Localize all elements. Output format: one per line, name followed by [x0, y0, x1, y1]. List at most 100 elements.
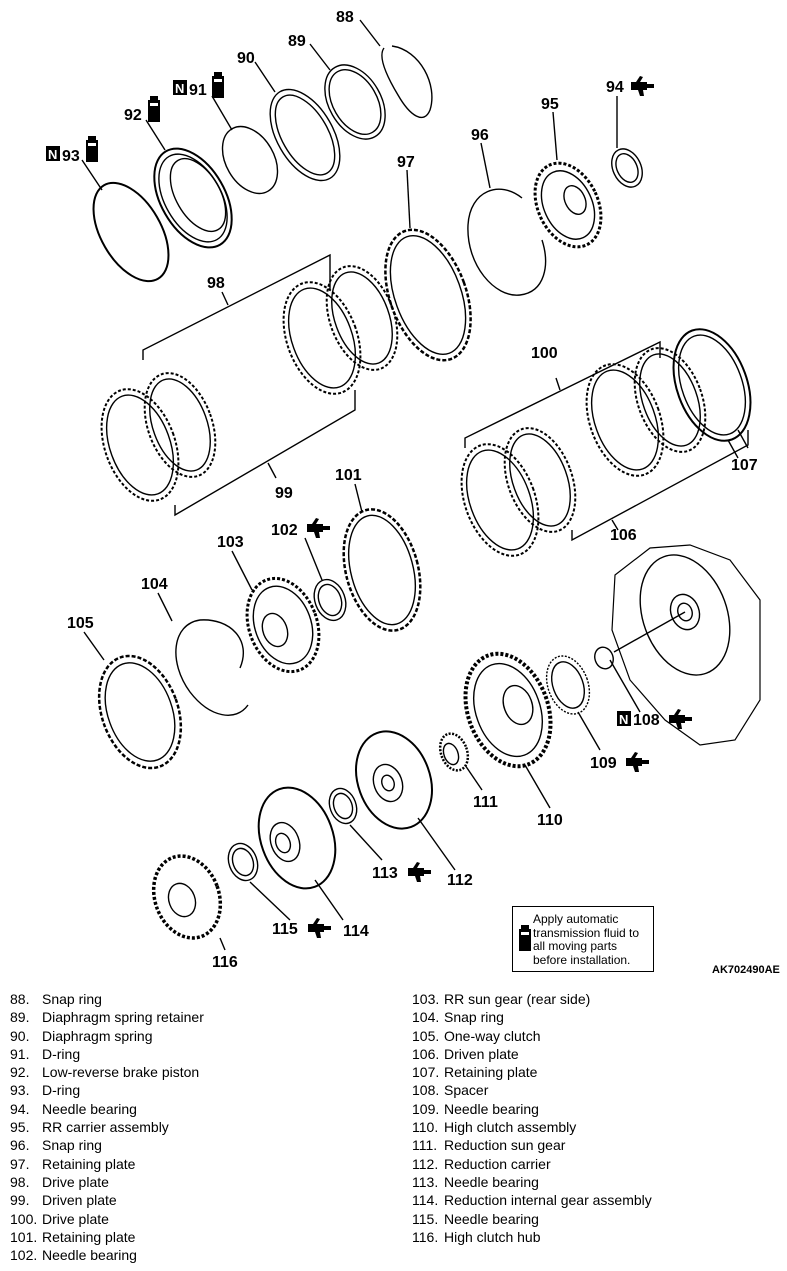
svg-text:N: N	[619, 712, 628, 727]
needle-bearing-109	[545, 655, 591, 715]
high-clutch-assembly-110	[463, 651, 553, 769]
parts-list-item: 88. Snap ring	[10, 990, 204, 1008]
driven-plate-106b	[503, 427, 577, 533]
drive-plate-100a	[585, 363, 665, 477]
part-name: Diaphragm spring	[42, 1027, 153, 1044]
part-name: Snap ring	[42, 991, 102, 1007]
callout-104: 104	[141, 576, 168, 593]
callout-97: 97	[397, 154, 415, 171]
parts-list-item: 109.Needle bearing	[412, 1100, 652, 1118]
retaining-plate-101	[342, 508, 422, 632]
callout-90: 90	[237, 50, 255, 67]
part-number: 88.	[10, 991, 30, 1007]
parts-list-item: 97. Retaining plate	[10, 1155, 204, 1173]
parts-list-item: 112. Reduction carrier	[412, 1155, 652, 1173]
one-way-clutch-105	[97, 654, 183, 770]
diaphragm-spring-90	[269, 88, 341, 182]
part-name: Driven plate	[42, 1192, 117, 1209]
parts-list-item: 100.Drive plate	[10, 1210, 204, 1228]
callout-116: 116	[212, 954, 238, 971]
callout-94: 94	[606, 79, 624, 96]
part-name: Spacer	[444, 1082, 489, 1099]
high-clutch-hub-116	[151, 854, 223, 940]
part-number: 99.	[10, 1192, 30, 1209]
parts-list-item: 102.Needle bearing	[10, 1246, 204, 1264]
part-name: Retaining plate	[42, 1228, 136, 1245]
n-mark-108: N	[617, 711, 631, 727]
callout-100: 100	[531, 345, 558, 362]
callout-103: 103	[217, 534, 244, 551]
atf-bottle-icon	[519, 925, 531, 951]
part-number: 114.	[412, 1192, 439, 1209]
callout-101: 101	[335, 467, 362, 484]
part-number: 106.	[412, 1045, 440, 1062]
part-number: 92.	[10, 1064, 30, 1081]
parts-list-item: 89.Diaphragm spring retainer	[10, 1008, 204, 1026]
low-reverse-brake-piston-92	[153, 147, 233, 249]
part-number: 97.	[10, 1155, 30, 1172]
driven-plate-99a	[282, 281, 362, 395]
spacer-108	[594, 646, 614, 670]
callout-96: 96	[471, 127, 489, 144]
part-number: 105.	[412, 1027, 440, 1044]
atf-legend: Apply automatic transmission fluid to al…	[512, 906, 654, 972]
part-number: 96.	[10, 1137, 30, 1154]
callout-108: 108	[633, 712, 660, 729]
part-number: 101.	[10, 1228, 38, 1245]
callout-95: 95	[541, 96, 559, 113]
part-name: Retaining plate	[444, 1064, 538, 1081]
parts-list-item: 110.High clutch assembly	[412, 1118, 652, 1136]
callout-115: 115	[272, 921, 298, 938]
part-number: 111.	[412, 1137, 438, 1154]
parts-list-item: 91. D-ring	[10, 1045, 204, 1063]
callout-112: 112	[447, 872, 473, 889]
parts-list-item: 93.D-ring	[10, 1081, 204, 1099]
snap-ring-88	[381, 45, 433, 119]
part-name: Reduction carrier	[444, 1155, 551, 1172]
parts-list-item: 101.Retaining plate	[10, 1228, 204, 1246]
legend-text: Apply automatic transmission fluid to al…	[533, 912, 640, 967]
part-number: 115.	[412, 1210, 439, 1227]
callout-113: 113	[372, 865, 398, 882]
callout-110: 110	[537, 812, 563, 829]
reduction-sun-gear-111	[438, 732, 470, 772]
part-name: High clutch hub	[444, 1228, 541, 1245]
drive-plate-98a	[325, 265, 399, 371]
part-name: Retaining plate	[42, 1155, 136, 1172]
parts-list-item: 105.One-way clutch	[412, 1027, 652, 1045]
rr-sun-gear-103	[245, 576, 321, 674]
rr-carrier-assembly-95	[533, 161, 603, 249]
part-name: Needle bearing	[444, 1100, 539, 1117]
parts-list-item: 111.Reduction sun gear	[412, 1136, 652, 1154]
parts-list-right: 103.RR sun gear (rear side)104.Snap ring…	[412, 990, 652, 1246]
part-name: D-ring	[42, 1045, 81, 1062]
needle-bearing-94	[611, 148, 643, 188]
part-number: 103.	[412, 991, 440, 1007]
diaphragm-spring-retainer-89	[324, 64, 386, 140]
part-number: 98.	[10, 1173, 30, 1190]
part-number: 112.	[412, 1155, 439, 1172]
part-number: 116.	[412, 1228, 439, 1245]
callout-105: 105	[67, 615, 94, 632]
driven-plate-99b	[100, 388, 180, 502]
parts-list-item: 114.Reduction internal gear assembly	[412, 1191, 652, 1209]
part-number: 91.	[10, 1045, 30, 1062]
callout-88: 88	[336, 9, 354, 26]
part-name: One-way clutch	[444, 1027, 541, 1044]
part-number: 94.	[10, 1100, 30, 1117]
parts-list-item: 107.Retaining plate	[412, 1063, 652, 1081]
callout-102: 102	[271, 522, 298, 539]
snap-ring-104	[175, 619, 249, 716]
part-name: Snap ring	[444, 1009, 504, 1026]
n-mark-91: N	[173, 80, 187, 96]
part-name: RR sun gear (rear side)	[444, 991, 591, 1007]
part-name: Drive plate	[42, 1210, 109, 1227]
part-name: Needle bearing	[42, 1100, 137, 1117]
svg-text:N: N	[48, 147, 57, 162]
callout-111: 111	[473, 794, 498, 811]
parts-list-item: 103.RR sun gear (rear side)	[412, 990, 652, 1008]
callout-98: 98	[207, 275, 225, 292]
parts-list-item: 104.Snap ring	[412, 1008, 652, 1026]
callout-92: 92	[124, 107, 142, 124]
